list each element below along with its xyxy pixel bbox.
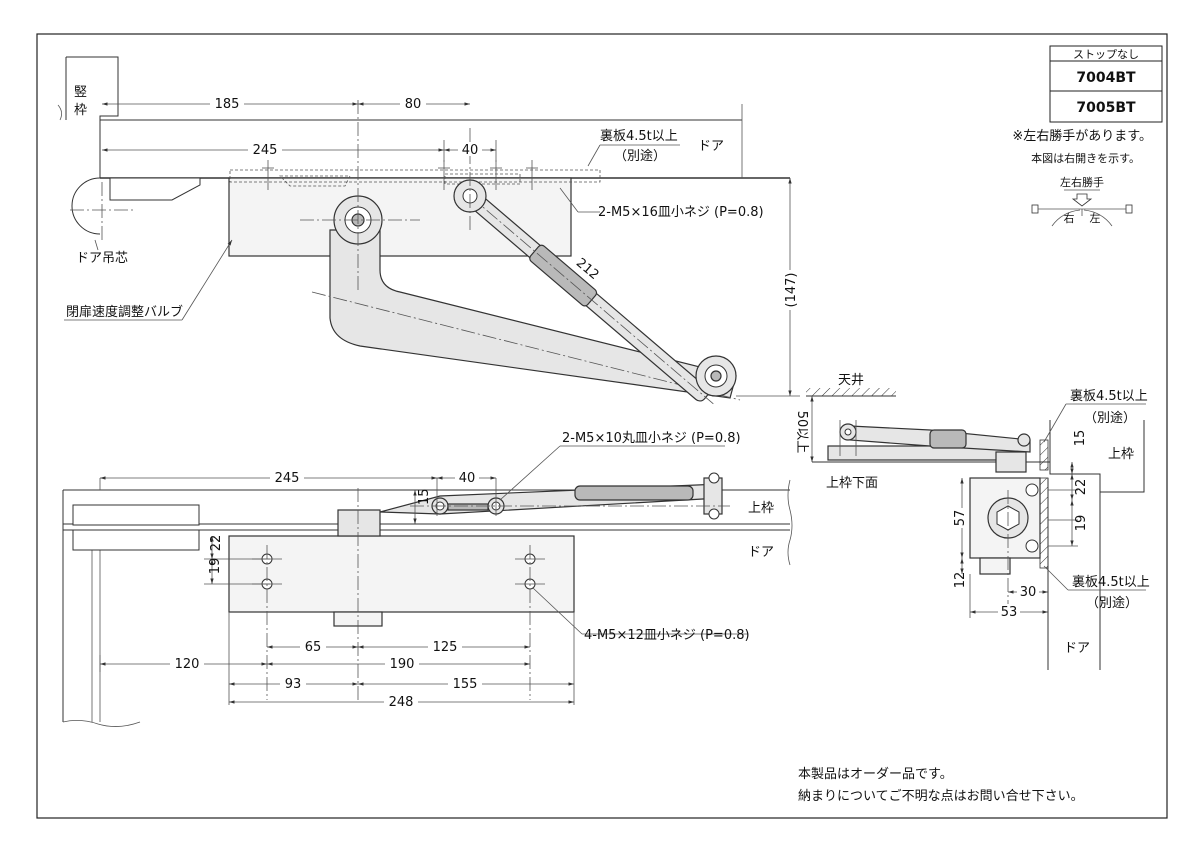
down-arrow-icon <box>1071 193 1093 207</box>
dim-125: 125 <box>433 640 458 655</box>
dim-22-side: 22 <box>1074 479 1089 496</box>
title-box: ストップなし 7004BT 7005BT <box>1049 45 1163 123</box>
dim-22-front: 22 <box>209 535 224 552</box>
dim-15-front: 15 <box>417 488 432 505</box>
front-view: 上枠 ドア 2-M <box>62 431 793 727</box>
screw-label-top: 2-M5×10丸皿小ネジ (P=0.8) <box>562 431 741 446</box>
screw-label-bottom: 4-M5×12皿小ネジ (P=0.8) <box>584 628 750 643</box>
note-shown-right-open: 本図は右開きを示す。 <box>1031 151 1140 165</box>
dim-155: 155 <box>453 677 478 692</box>
note-handedness: ※左右勝手があります。 <box>1012 129 1152 144</box>
closer-body-front <box>228 535 575 613</box>
model-7004bt: 7004BT <box>1076 70 1136 86</box>
screw-label-plan: 2-M5×16皿小ネジ (P=0.8) <box>598 205 764 220</box>
dim-248: 248 <box>389 695 414 710</box>
dim-245-plan: 245 <box>253 143 278 158</box>
backing-label-side-top: 裏板4.5t以上 <box>1070 389 1148 404</box>
door-pivot-label: ドア吊芯 <box>76 251 128 266</box>
clearance-50: 50以上 <box>794 411 809 454</box>
dim-19-front: 19 <box>208 558 223 575</box>
dim-19-side: 19 <box>1074 515 1089 532</box>
dim-57: 57 <box>953 510 968 527</box>
hand-left: 左 <box>1090 212 1101 225</box>
title-variant: ストップなし <box>1073 48 1139 61</box>
ceiling-label: 天井 <box>838 373 864 388</box>
closer-body <box>228 177 572 257</box>
frame-label-side: 上枠 <box>1108 447 1134 462</box>
note-contact: 納まりについてご不明な点はお問い合せ下さい。 <box>798 788 1084 804</box>
dim-80-plan: 80 <box>405 97 422 112</box>
dim-30: 30 <box>1020 585 1037 600</box>
side-view: 天井 50以上 上枠下面 上枠 ドア <box>790 373 1150 670</box>
dim-147: (147) <box>784 273 799 308</box>
door-label-side: ドア <box>1064 641 1090 656</box>
jamb-label-2: 枠 <box>74 103 87 118</box>
dim-40-front: 40 <box>459 471 476 486</box>
dim-65: 65 <box>305 640 322 655</box>
frame-label-front: 上枠 <box>748 501 774 516</box>
plan-view: 竪 枠 竪枠 ドア ドア吊芯 <box>57 56 800 405</box>
dim-185: 185 <box>215 97 240 112</box>
note-order-made: 本製品はオーダー品です。 <box>798 767 953 782</box>
dim-12: 12 <box>953 572 968 589</box>
jamb-label-1: 竪 <box>74 85 87 100</box>
door-label-front: ドア <box>748 545 774 560</box>
door-label-plan: ドア <box>698 139 724 154</box>
dim-15-side: 15 <box>1073 430 1088 447</box>
dim-120: 120 <box>175 657 200 672</box>
backing-sep-side-top: （別途） <box>1084 410 1136 426</box>
backing-label-side-bottom: 裏板4.5t以上 <box>1072 575 1150 590</box>
model-7005bt: 7005BT <box>1076 100 1136 116</box>
backing-label-plan: 裏板4.5t以上 <box>600 129 678 144</box>
hand-right: 右 <box>1064 211 1075 225</box>
handedness-symbol: 左右勝手 右 左 <box>1031 175 1133 227</box>
valve-label: 閉扉速度調整バルブ <box>66 304 183 320</box>
backing-separate-plan: （別途） <box>614 148 666 164</box>
dim-53: 53 <box>1001 605 1018 620</box>
rod-assembly <box>466 191 714 405</box>
drawing-border <box>36 33 1168 819</box>
frame-bottom-label: 上枠下面 <box>826 476 878 491</box>
dim-245-front: 245 <box>275 471 300 486</box>
dim-190: 190 <box>390 657 415 672</box>
dim-93: 93 <box>285 677 302 692</box>
hand-label: 左右勝手 <box>1060 175 1104 189</box>
backing-sep-side-bottom: （別途） <box>1086 595 1138 611</box>
dim-40-plan: 40 <box>462 143 479 158</box>
